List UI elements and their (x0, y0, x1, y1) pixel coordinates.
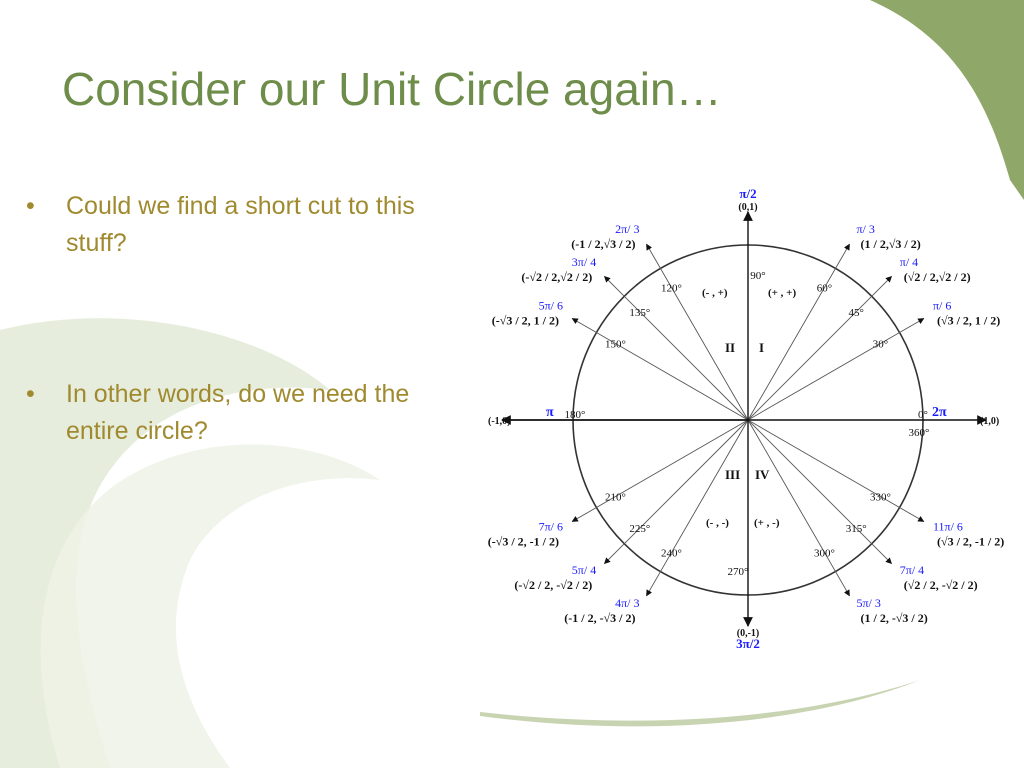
radian-label: π/ 4 (900, 255, 918, 269)
angle-ray (604, 276, 749, 421)
degree-label: 270° (728, 566, 749, 578)
degree-label: 0° (918, 409, 928, 421)
degree-label: 315° (846, 523, 867, 535)
angle-ray (747, 419, 892, 564)
degree-label: 45° (848, 307, 863, 319)
coordinate-label: (1 / 2, -√3 / 2) (861, 611, 928, 625)
angle-ray (571, 419, 749, 522)
degree-label: 60° (817, 282, 832, 294)
degree-label: 180° (565, 409, 586, 421)
top-right-swoosh (870, 0, 1024, 200)
angle-ray (747, 419, 925, 522)
quadrant-signs-III: (- , -) (706, 517, 729, 529)
degree-label: 90° (750, 270, 765, 282)
top-radian-label: π/2 (739, 186, 756, 201)
degree-label: 300° (814, 548, 835, 560)
angle-ray (747, 276, 892, 421)
radian-label: 2π/ 3 (615, 222, 639, 236)
radian-label: π/ 6 (933, 299, 951, 313)
top-point-label: (0,1) (738, 202, 757, 213)
right-point-label: (1,0) (980, 416, 999, 427)
bottom-point-label: (0,-1) (737, 628, 760, 639)
angle-ray (747, 243, 850, 421)
radian-labels: π/ 6 π/ 4 π/ 3 2π/ 3 3π/ 4 5π/ 6 7π/ 6 5π/ 4 4π/… (539, 222, 963, 610)
degree-label: 30° (873, 339, 888, 351)
degree-labels: 30° 45° 60° 90° 120° 135° 150° 180° 210° 225° 240°… (565, 270, 930, 578)
quadrant-numeral-I: I (759, 340, 764, 355)
bullet-item: • Could we find a short cut to this stuf… (26, 188, 456, 262)
bullet-text: Could we find a short cut to this stuff? (66, 192, 415, 257)
quadrant-signs-I: (+ , +) (768, 287, 796, 299)
degree-label: 360° (909, 427, 930, 439)
radian-label: 5π/ 3 (857, 596, 881, 610)
left-swoosh-pale (40, 444, 380, 768)
bottom-radian-label: 3π/2 (736, 636, 760, 650)
radian-label: 5π/ 4 (572, 563, 596, 577)
degree-label: 210° (605, 492, 626, 504)
coordinate-label: (√3 / 2, -1 / 2) (937, 535, 1004, 549)
left-point-label: (-1,0) (488, 416, 511, 427)
coordinate-label: (√2 / 2,√2 / 2) (904, 270, 971, 284)
left-swoosh-light (0, 318, 330, 768)
angle-ray (646, 243, 749, 421)
radius-lines (571, 243, 925, 597)
coordinate-label: (1 / 2,√3 / 2) (861, 237, 921, 251)
bullet-item: • In other words, do we need the entire … (26, 376, 456, 450)
angle-ray (747, 318, 925, 421)
quadrant-numeral-III: III (725, 467, 740, 482)
angle-ray (646, 419, 749, 597)
angle-ray (604, 419, 749, 564)
coordinate-labels: (√3 / 2, 1 / 2) (√2 / 2,√2 / 2) (1 / 2,√3 … (488, 237, 1004, 625)
degree-label: 120° (661, 282, 682, 294)
coordinate-label: (-1 / 2, -√3 / 2) (564, 611, 635, 625)
axes (501, 211, 987, 627)
coordinate-label: (-√3 / 2, -1 / 2) (488, 535, 559, 549)
radian-label: 7π/ 6 (539, 520, 563, 534)
bottom-stripe (480, 680, 920, 727)
radian-label: 3π/ 4 (572, 255, 596, 269)
coordinate-label: (√2 / 2, -√2 / 2) (904, 578, 978, 592)
bullet-icon: • (26, 380, 35, 408)
coordinate-label: (-1 / 2,√3 / 2) (571, 237, 635, 251)
radian-label: 7π/ 4 (900, 563, 924, 577)
right-radian-label: 2π (932, 405, 947, 420)
radian-label: π/ 3 (857, 222, 875, 236)
degree-label: 135° (629, 307, 650, 319)
coordinate-label: (√3 / 2, 1 / 2) (937, 314, 1000, 328)
degree-label: 225° (629, 523, 650, 535)
angle-ray (747, 419, 850, 597)
quadrant-signs-IV: (+ , -) (754, 517, 780, 529)
slide-title: Consider our Unit Circle again… (62, 63, 722, 115)
coordinate-label: (-√3 / 2, 1 / 2) (492, 314, 559, 328)
bullet-list: • Could we find a short cut to this stuf… (26, 188, 456, 450)
bullet-icon: • (26, 192, 35, 220)
degree-label: 150° (605, 339, 626, 351)
coordinate-label: (-√2 / 2, -√2 / 2) (514, 578, 592, 592)
radian-label: 4π/ 3 (615, 596, 639, 610)
angle-ray (571, 318, 749, 421)
quadrant-signs-II: (- , +) (702, 287, 728, 299)
unit-circle-diagram: π/2 (0,1) (0,-1) 3π/2 (-1,0) π 2π (1,0) … (488, 186, 1004, 650)
coordinate-label: (-√2 / 2,√2 / 2) (521, 270, 592, 284)
bullet-text: In other words, do we need the entire ci… (66, 380, 410, 445)
quadrant-numeral-IV: IV (755, 467, 770, 482)
degree-label: 240° (661, 548, 682, 560)
degree-label: 330° (870, 492, 891, 504)
radian-label: 11π/ 6 (933, 520, 963, 534)
left-radian-label: π (546, 405, 554, 420)
quadrant-numeral-II: II (725, 340, 735, 355)
radian-label: 5π/ 6 (539, 299, 563, 313)
